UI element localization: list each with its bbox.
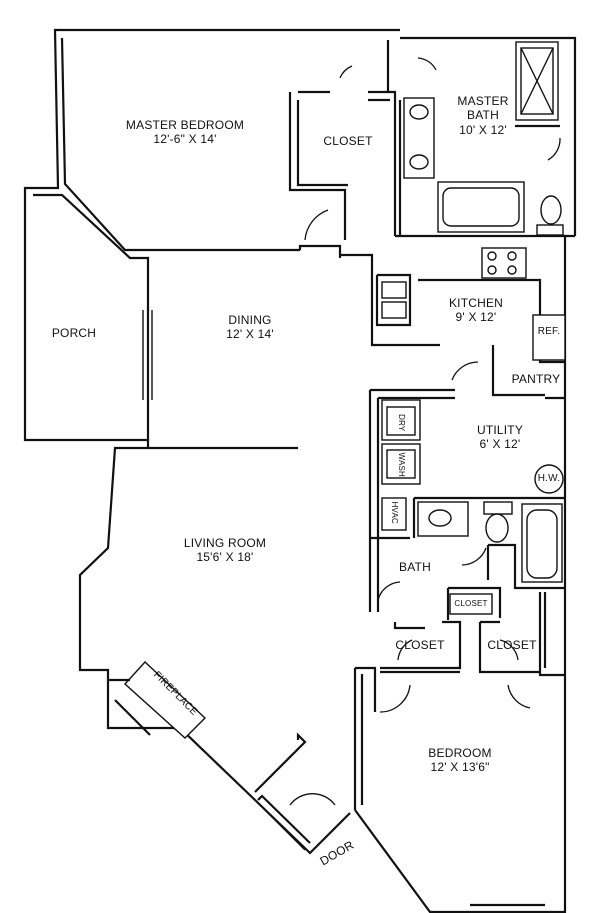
washer-label: WASH xyxy=(396,452,406,478)
master-bath-label-1: MASTER xyxy=(457,94,509,108)
bedroom-dims: 12' X 13'6" xyxy=(430,760,490,775)
utility-label: UTILITY xyxy=(476,423,524,437)
kitchen-dims: 9' X 12' xyxy=(455,310,497,325)
dining-label: DINING xyxy=(228,313,272,327)
master-bedroom-label: MASTER BEDROOM xyxy=(125,118,245,132)
closets xyxy=(379,592,565,713)
exterior-walls xyxy=(23,28,577,913)
master-closet-label: CLOSET xyxy=(323,134,373,148)
bath-label: BATH xyxy=(399,560,431,574)
master-bedroom-dims: 12'-6" X 14' xyxy=(153,132,217,147)
kitchen xyxy=(340,247,566,397)
dryer-label: DRY xyxy=(396,414,406,432)
pantry-label: PANTRY xyxy=(511,372,561,386)
closet-small-label: CLOSET xyxy=(454,599,488,608)
fridge-label: REF. xyxy=(537,326,561,337)
master-closet-walls xyxy=(288,40,437,241)
living-room-dims: 15'6' X 18' xyxy=(196,550,254,565)
dining-walls xyxy=(148,244,342,450)
master-bath xyxy=(395,41,565,238)
utility xyxy=(368,388,565,612)
master-bath-label-2: BATH xyxy=(467,108,499,123)
bath xyxy=(377,501,565,620)
fireplace-area xyxy=(108,661,336,851)
master-bath-dims: 10' X 12' xyxy=(459,122,507,137)
water-heater-label: H.W. xyxy=(537,473,561,484)
closet-left-label: CLOSET xyxy=(395,638,445,652)
hvac-label: HVAC xyxy=(389,501,399,525)
closet-right-label: CLOSET xyxy=(487,638,537,652)
bedroom-label: BEDROOM xyxy=(428,746,492,760)
kitchen-label: KITCHEN xyxy=(448,296,504,310)
utility-dims: 6' X 12' xyxy=(479,437,521,452)
bedroom-walls xyxy=(355,666,545,907)
porch-label: PORCH xyxy=(51,326,97,340)
living-room-label: LIVING ROOM xyxy=(183,536,267,550)
dining-dims: 12' X 14' xyxy=(226,327,274,342)
